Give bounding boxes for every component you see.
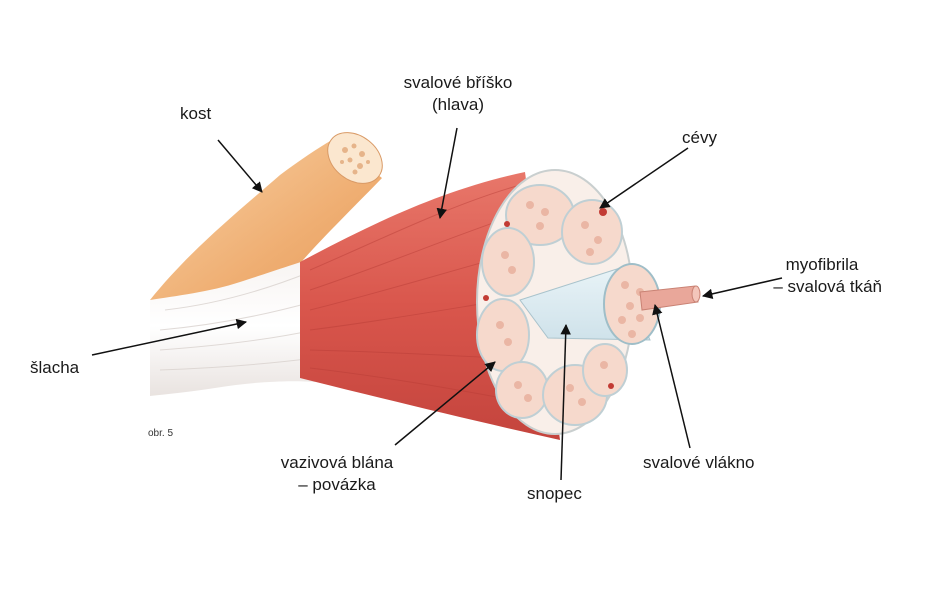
label-cevy: cévy <box>682 128 717 147</box>
arrow-slacha <box>91 318 248 356</box>
label-myofibrila: myofibrila – svalová tkáň <box>773 255 882 296</box>
label-kost: kost <box>180 104 212 123</box>
arrow-myofibrila <box>701 277 783 300</box>
arrow-vlakno <box>652 303 691 449</box>
pointer-arrows <box>91 127 783 481</box>
label-vazivova-blana: vazivová blána – povázka <box>280 453 394 494</box>
label-snopec: snopec <box>527 484 582 503</box>
figure-caption: obr. 5 <box>148 428 174 439</box>
label-svalove-vlakno: svalové vlákno <box>643 453 755 472</box>
arrow-brisko <box>436 127 458 220</box>
bone-shape <box>150 132 383 310</box>
arrow-snopec <box>560 323 571 481</box>
arrow-vazivova <box>394 361 496 446</box>
fascicle-core <box>519 263 661 345</box>
arrow-kost <box>217 139 263 193</box>
label-svalove-brisko: svalové bříško (hlava) <box>403 73 513 114</box>
label-slacha: šlacha <box>30 358 80 377</box>
arrow-cevy <box>599 147 689 209</box>
